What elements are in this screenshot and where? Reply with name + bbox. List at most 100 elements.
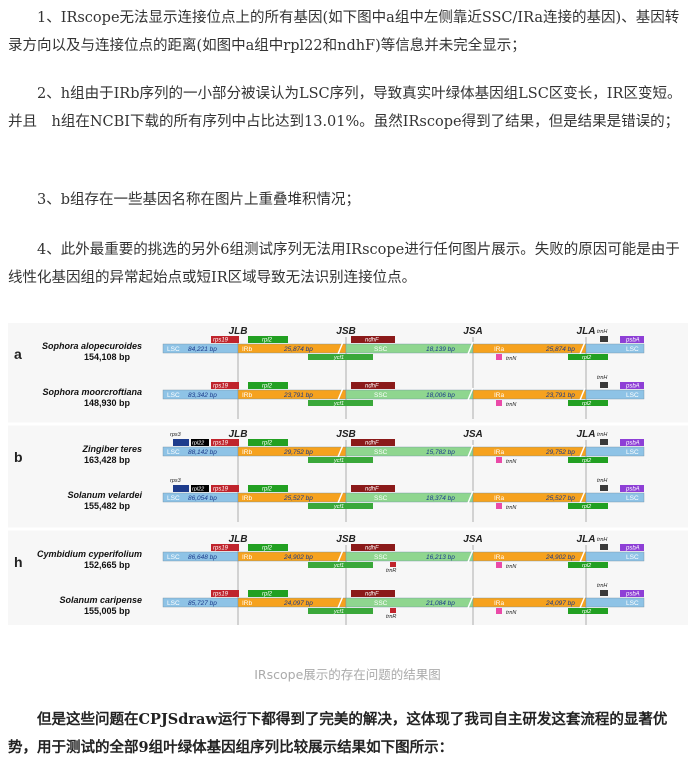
gene-label-ndhF: ndhF <box>365 592 379 598</box>
genome-length: 152,665 bp <box>84 560 131 570</box>
length-ira: 29,752 bp <box>545 449 575 456</box>
junction-label-jla: JLA <box>577 534 596 545</box>
region-label-lsc: LSC <box>626 554 639 561</box>
gene-label-trnN: trnN <box>506 505 516 511</box>
gene-ycf1 <box>308 457 373 463</box>
junction-label-jlb: JLB <box>229 534 248 545</box>
region-label-lsc: LSC <box>167 346 180 353</box>
junction-label-jsb: JSB <box>336 326 355 337</box>
genome-length: 155,005 bp <box>84 606 131 616</box>
gene-rpl22 <box>191 439 209 446</box>
region-label-lsc: LSC <box>167 449 180 456</box>
gene-label-trnN: trnN <box>506 610 516 616</box>
region-label-lsc: LSC <box>626 600 639 607</box>
gene-label-ndhF: ndhF <box>365 338 379 344</box>
length-ssc: 21,084 bp <box>425 600 455 607</box>
gene-label-trnR: trnR <box>386 568 396 574</box>
axis-break <box>467 387 474 401</box>
axis-break <box>579 490 586 504</box>
gene-label-rpl2: rpl2 <box>582 609 591 615</box>
gene-rpl2 <box>248 544 288 551</box>
length-ira: 24,902 bp <box>545 554 575 561</box>
length-irb: 29,752 bp <box>283 449 313 456</box>
gene-label-psbA: psbA <box>625 487 640 493</box>
region-label-ssc: SSC <box>374 449 388 456</box>
gene-trnN <box>496 608 502 614</box>
gene-label-rps19: rps19 <box>213 546 229 552</box>
gene-rpl2 <box>568 608 608 614</box>
gene-label-psbA: psbA <box>625 384 640 390</box>
gene-rpl2 <box>248 590 288 597</box>
axis-break <box>467 341 474 355</box>
region-label-ssc: SSC <box>374 554 388 561</box>
length-ira: 24,097 bp <box>545 600 575 607</box>
genome-length: 154,108 bp <box>84 352 131 362</box>
gene-label-ycf1: ycf1 <box>333 355 344 361</box>
junction-label-jsb: JSB <box>336 534 355 545</box>
length-ssc: 18,006 bp <box>426 392 455 399</box>
region-label-ira: IRa <box>494 392 505 399</box>
axis-break <box>337 341 344 355</box>
gene-trnN <box>496 503 502 509</box>
gene-psbA <box>620 544 644 551</box>
region-label-ira: IRa <box>494 495 505 502</box>
gene-label-rps3: rps3 <box>170 432 182 438</box>
gene-rps19 <box>211 382 239 389</box>
gene-label-trnH: trnH <box>597 537 607 543</box>
junction-label-jla: JLA <box>577 326 596 337</box>
length-lsc: 83,342 bp <box>188 392 217 399</box>
gene-trnH <box>600 382 608 388</box>
gene-label-trnN: trnN <box>506 459 516 465</box>
gene-label-ndhF: ndhF <box>365 384 379 390</box>
gene-psbA <box>620 590 644 597</box>
gene-label-rpl2: rpl2 <box>262 487 273 493</box>
junction-label-jlb: JLB <box>229 326 248 337</box>
region-label-lsc: LSC <box>626 449 639 456</box>
region-label-irb: IRb <box>242 495 253 502</box>
gene-label-ndhF: ndhF <box>365 487 379 493</box>
region-label-irb: IRb <box>242 346 253 353</box>
gene-label-rpl2: rpl2 <box>582 355 591 361</box>
species-name: Zingiber teres <box>81 444 142 454</box>
gene-rps19 <box>211 336 239 343</box>
region-label-irb: IRb <box>242 600 253 607</box>
gene-label-trnR: trnR <box>386 614 396 620</box>
region-label-irb: IRb <box>242 554 253 561</box>
region-label-ssc: SSC <box>374 600 388 607</box>
gene-label-ycf1: ycf1 <box>333 401 344 407</box>
gene-rpl2 <box>248 439 288 446</box>
gene-rps3 <box>173 485 189 492</box>
region-label-ssc: SSC <box>374 495 388 502</box>
gene-trnN <box>496 354 502 360</box>
gene-rpl2 <box>248 382 288 389</box>
figure-caption: IRscope展示的存在问题的结果图 <box>254 667 441 682</box>
gene-rps3 <box>173 439 189 446</box>
gene-label-rpl2: rpl2 <box>582 401 591 407</box>
gene-label-psbA: psbA <box>625 338 640 344</box>
gene-label-rpl22: rpl22 <box>192 441 204 447</box>
junction-label-jsa: JSA <box>463 429 482 440</box>
species-name: Cymbidium cyperifolium <box>37 549 142 559</box>
paragraph-4: 4、此外最重要的挑选的另外6组测试序列无法用IRscope进行任何图片展示。失败… <box>8 242 680 286</box>
gene-label-trnH: trnH <box>597 478 607 484</box>
gene-ycf1 <box>308 503 373 509</box>
axis-break <box>467 490 474 504</box>
junction-label-jsb: JSB <box>336 429 355 440</box>
gene-trnR <box>390 608 396 613</box>
region-lsc2 <box>585 492 645 503</box>
region-label-lsc: LSC <box>167 392 180 399</box>
gene-trnH <box>600 544 608 550</box>
region-lsc2 <box>585 446 645 457</box>
region-label-lsc: LSC <box>626 495 639 502</box>
gene-label-rps19: rps19 <box>213 487 229 493</box>
species-name: Sophora moorcroftiana <box>42 387 142 397</box>
gene-psbA <box>620 485 644 492</box>
junction-label-jlb: JLB <box>229 429 248 440</box>
conclusion-paragraph: 但是这些问题在CPJSdraw运行下都得到了完美的解决，这体现了我司自主研发这套… <box>8 711 668 756</box>
gene-trnH <box>600 439 608 445</box>
gene-label-ndhF: ndhF <box>365 546 379 552</box>
gene-rpl2 <box>568 503 608 509</box>
length-irb: 24,097 bp <box>283 600 313 607</box>
species-name: Solanum caripense <box>59 595 142 605</box>
gene-label-rps19: rps19 <box>213 441 229 447</box>
